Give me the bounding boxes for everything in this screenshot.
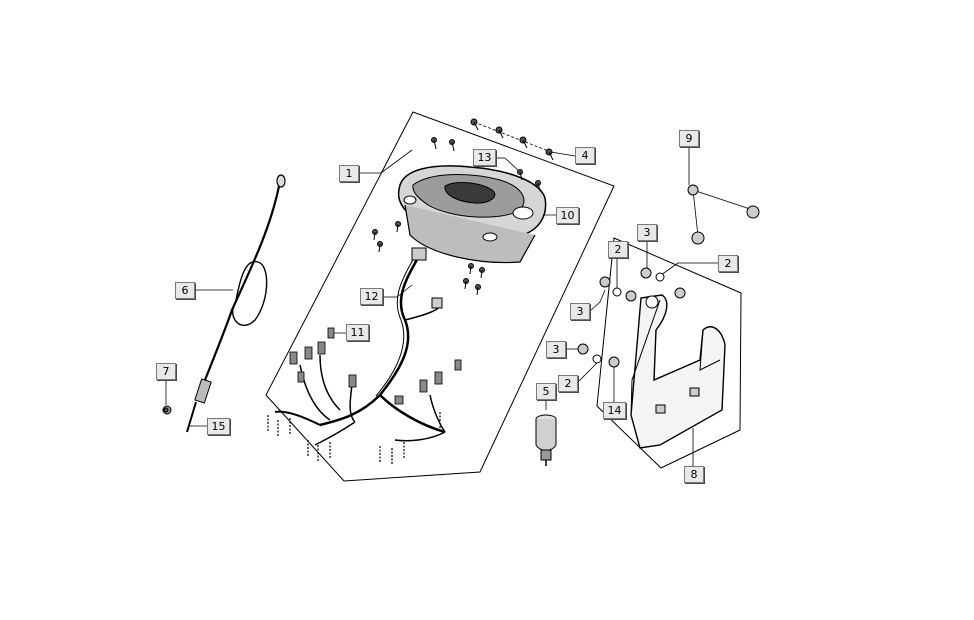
callout-6: 6 — [175, 282, 195, 299]
callout-8: 8 — [684, 466, 704, 483]
callout-1: 1 — [339, 165, 359, 182]
callout-9: 9 — [679, 130, 699, 147]
wiring-harness — [267, 247, 462, 465]
assembly-1-outline — [265, 111, 615, 482]
callout-2a: 2 — [608, 241, 628, 258]
callout-3b: 3 — [570, 303, 590, 320]
callout-14: 14 — [603, 402, 626, 419]
callout-12: 12 — [360, 288, 383, 305]
callout-10: 10 — [556, 207, 579, 224]
callout-3a: 3 — [637, 224, 657, 241]
instrument-cluster — [397, 165, 547, 264]
fuse-holder — [535, 414, 557, 466]
speedometer-cable — [162, 174, 286, 433]
callout-2c: 2 — [558, 375, 578, 392]
callout-13: 13 — [473, 149, 496, 166]
callout-7: 7 — [156, 363, 176, 380]
callout-5: 5 — [536, 383, 556, 400]
screws — [372, 118, 554, 296]
callout-3c: 3 — [546, 341, 566, 358]
callout-15: 15 — [207, 418, 230, 435]
callout-4: 4 — [575, 147, 595, 164]
callout-11: 11 — [346, 324, 369, 341]
assembly-8-outline — [596, 237, 742, 469]
bracket-assembly — [577, 184, 760, 449]
callout-2b: 2 — [718, 255, 738, 272]
